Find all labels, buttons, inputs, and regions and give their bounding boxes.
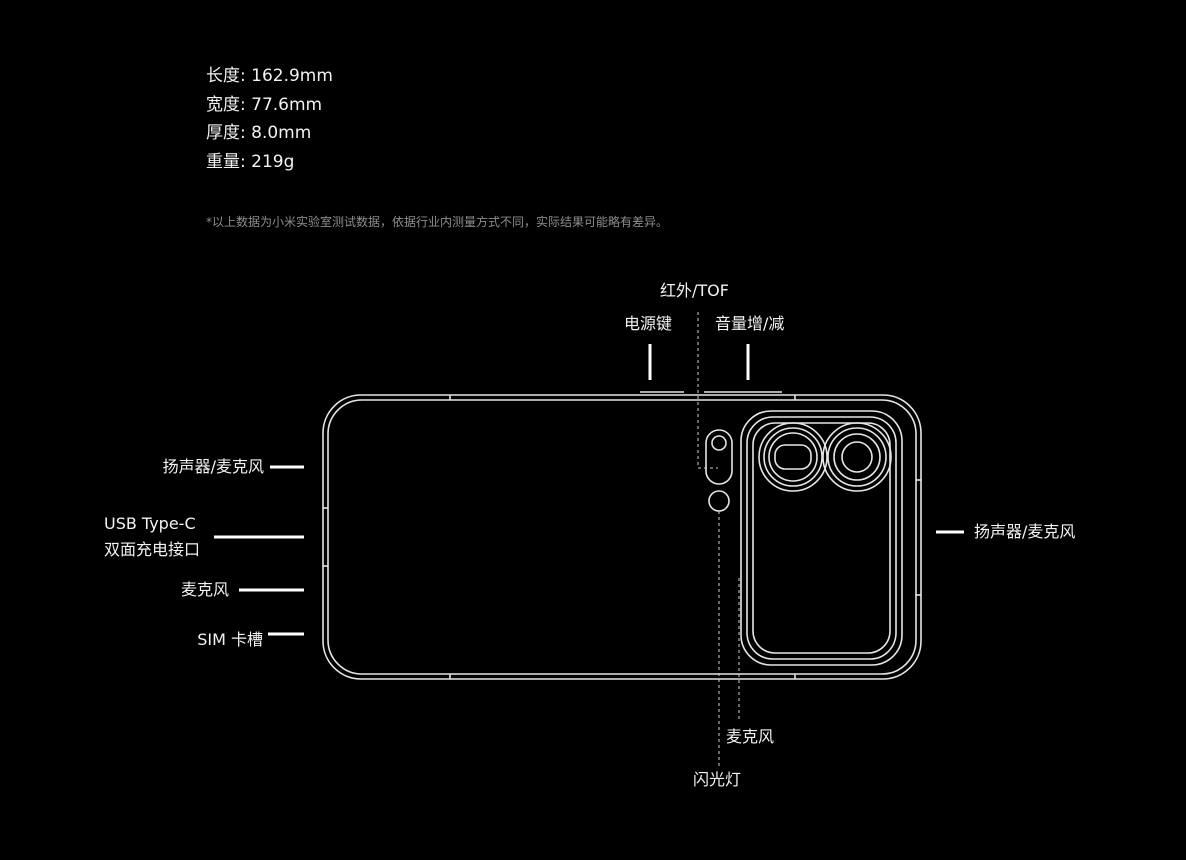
- label-flash: 闪光灯: [693, 770, 742, 789]
- label-mic-bottom: 麦克风: [726, 727, 775, 746]
- spec-value: 8.0mm: [251, 123, 312, 144]
- label-sim-tray: SIM 卡槽: [197, 630, 263, 649]
- spec-list: 长度: 162.9mm 宽度: 77.6mm 厚度: 8.0mm 重量: 219…: [206, 62, 333, 177]
- spec-thickness: 厚度: 8.0mm: [206, 119, 333, 148]
- label-usb-line1: USB Type-C: [104, 514, 196, 533]
- spec-label: 长度: [206, 66, 240, 86]
- label-speaker-mic-left: 扬声器/麦克风: [162, 457, 264, 476]
- main-camera-lens: [758, 422, 828, 492]
- tof-sensor: [705, 429, 733, 485]
- label-mic-left: 麦克风: [180, 580, 229, 599]
- secondary-camera-lens: [822, 422, 892, 492]
- spec-label: 重量: [206, 152, 240, 173]
- spec-label: 宽度: [206, 94, 240, 115]
- spec-weight: 重量: 219g: [206, 148, 333, 177]
- leader-lines: [697, 312, 740, 766]
- phone-body: [322, 394, 922, 680]
- spec-separator: :: [240, 152, 252, 173]
- label-power-key: 电源键: [624, 314, 673, 333]
- spec-value: 219g: [251, 152, 295, 173]
- label-speaker-mic-right: 扬声器/麦克风: [974, 522, 1076, 541]
- spec-value: 77.6mm: [251, 94, 323, 115]
- spec-separator: :: [240, 66, 252, 86]
- spec-separator: :: [240, 94, 252, 115]
- spec-width: 宽度: 77.6mm: [206, 91, 333, 120]
- footnote: *以上数据为小米实验室测试数据，依据行业内测量方式不同，实际结果可能略有差异。: [206, 215, 669, 229]
- label-ir-tof: 红外/TOF: [660, 281, 729, 300]
- spec-separator: :: [240, 123, 252, 144]
- camera-module: [740, 410, 903, 666]
- spec-length: 长度: 162.9mm: [206, 62, 333, 91]
- spec-value: 162.9mm: [251, 66, 333, 86]
- label-volume-keys: 音量增/减: [715, 314, 785, 333]
- spec-label: 厚度: [206, 123, 240, 144]
- flash-ring: [708, 490, 730, 512]
- pointer-bars: [214, 344, 964, 636]
- label-usb-line2: 双面充电接口: [104, 540, 201, 559]
